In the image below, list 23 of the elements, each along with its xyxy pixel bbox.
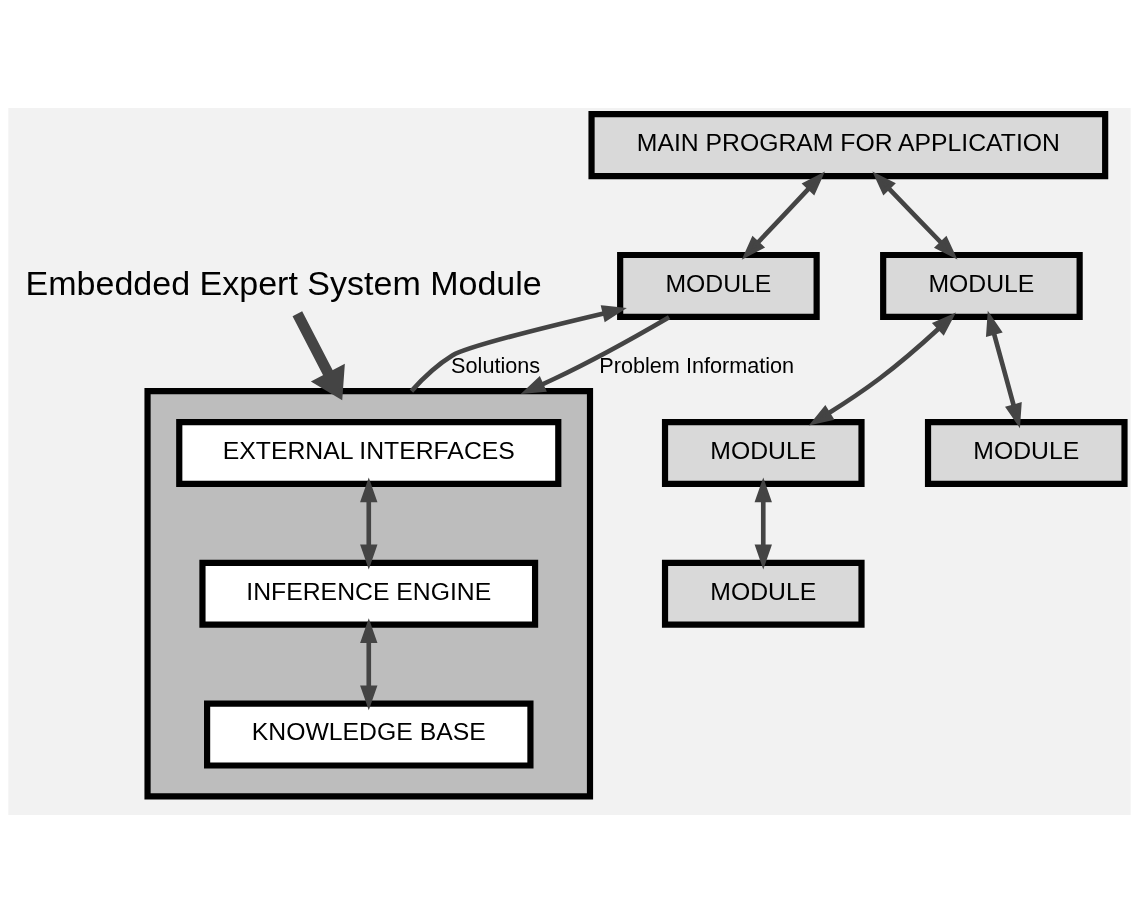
arrow [360, 477, 378, 570]
cluster [144, 388, 594, 800]
node-box: MODULE [880, 251, 1083, 320]
arrow [409, 305, 627, 393]
arrow [360, 618, 378, 711]
node-box: MAIN PROGRAM FOR APPLICATION [588, 111, 1109, 180]
edge-label: Solutions [451, 352, 541, 378]
node-box: MODULE [661, 559, 865, 628]
node-box: INFERENCE ENGINE [199, 559, 539, 628]
arrow [985, 310, 1022, 429]
node-box: KNOWLEDGE BASE [204, 700, 534, 769]
edge-label: Problem Information [599, 352, 795, 378]
arrow [754, 477, 772, 570]
arrow [872, 171, 958, 260]
node-text: Embedded Expert System Module [25, 263, 542, 302]
node-box: MODULE [924, 418, 1128, 488]
node-box: MODULE [617, 251, 820, 320]
node-box: EXTERNAL INTERFACES [176, 418, 562, 488]
node-box: MODULE [661, 418, 865, 488]
arrow [520, 315, 671, 394]
arrow [741, 171, 825, 260]
arrow [808, 312, 956, 426]
arrow [292, 311, 345, 401]
